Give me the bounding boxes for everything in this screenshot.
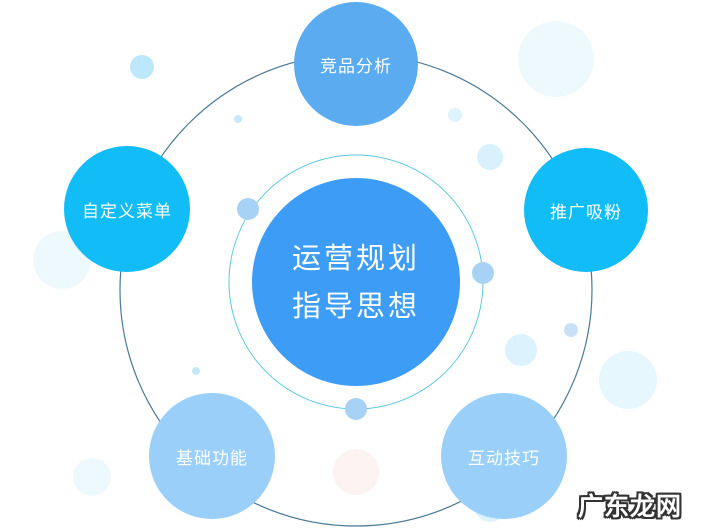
node-label: 互动技巧 [468, 448, 540, 469]
node-basic-functions: 基础功能 [149, 393, 275, 519]
ring-dot-left [237, 198, 259, 220]
node-label: 竞品分析 [320, 56, 392, 77]
node-interaction-skills: 互动技巧 [441, 393, 567, 519]
ring-dot-bottom [345, 398, 367, 420]
decorative-bubbles [33, 21, 657, 522]
watermark: 广东龙网 [578, 492, 683, 521]
center-hub: 运营规划 指导思想 [252, 178, 460, 386]
node-custom-menu: 自定义菜单 [64, 146, 190, 272]
node-label: 自定义菜单 [82, 201, 172, 222]
center-title-line2: 指导思想 [291, 289, 420, 323]
center-title-line1: 运营规划 [291, 241, 420, 275]
node-label: 基础功能 [176, 448, 248, 469]
node-label: 推广吸粉 [550, 202, 622, 223]
node-competitor-analysis: 竞品分析 [294, 2, 418, 126]
node-promotion: 推广吸粉 [524, 148, 648, 272]
ring-dot-right [472, 262, 494, 284]
